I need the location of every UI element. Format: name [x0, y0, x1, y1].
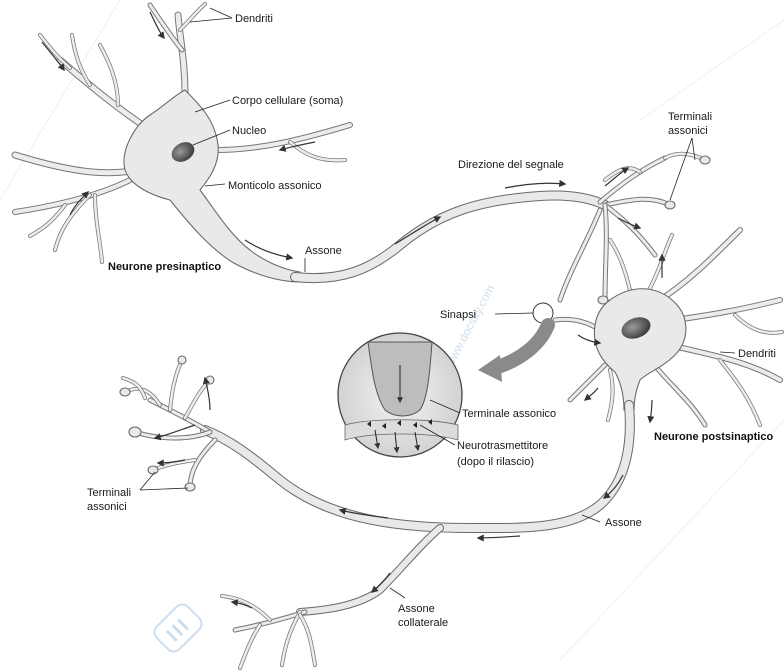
label-axon-terminals-top-1: Terminali — [668, 111, 712, 123]
label-synapse: Sinapsi — [440, 309, 476, 321]
label-dendrites-right: Dendriti — [738, 348, 776, 360]
postsynaptic-neuron — [120, 230, 782, 668]
label-collateral-2: collaterale — [398, 617, 448, 629]
label-dendrites-top: Dendriti — [235, 13, 273, 25]
label-axon-terminals-left-1: Terminali — [87, 487, 131, 499]
label-axon-terminals-left-2: assonici — [87, 501, 127, 513]
label-axon-terminal: Terminale assonico — [462, 408, 556, 420]
postsynaptic-soma — [594, 289, 686, 410]
label-axon-top: Assone — [305, 245, 342, 257]
presynaptic-axon — [295, 195, 605, 278]
label-postsynaptic: Neurone postsinaptico — [654, 431, 773, 443]
label-soma: Corpo cellulare (soma) — [232, 95, 343, 107]
label-neurotransmitter-1: Neurotrasmettitore — [457, 440, 548, 452]
label-presynaptic: Neurone presinaptico — [108, 261, 221, 273]
label-axon-hillock: Monticolo assonico — [228, 180, 322, 192]
postsynaptic-axon-terminals — [120, 356, 215, 491]
synapse-zoom — [338, 303, 553, 457]
label-signal-direction: Direzione del segnale — [458, 159, 564, 171]
label-nucleus: Nucleo — [232, 125, 266, 137]
presynaptic-neuron — [15, 4, 710, 325]
label-collateral-1: Assone — [398, 603, 435, 615]
watermark-text: www.docsity.com — [442, 282, 498, 370]
label-axon-terminals-top-2: assonici — [668, 125, 708, 137]
label-neurotransmitter-2: (dopo il rilascio) — [457, 456, 534, 468]
big-arrow — [495, 325, 548, 368]
collateral-axon — [222, 528, 440, 668]
label-axon-bottom: Assone — [605, 517, 642, 529]
watermark-logo-icon — [151, 601, 205, 655]
